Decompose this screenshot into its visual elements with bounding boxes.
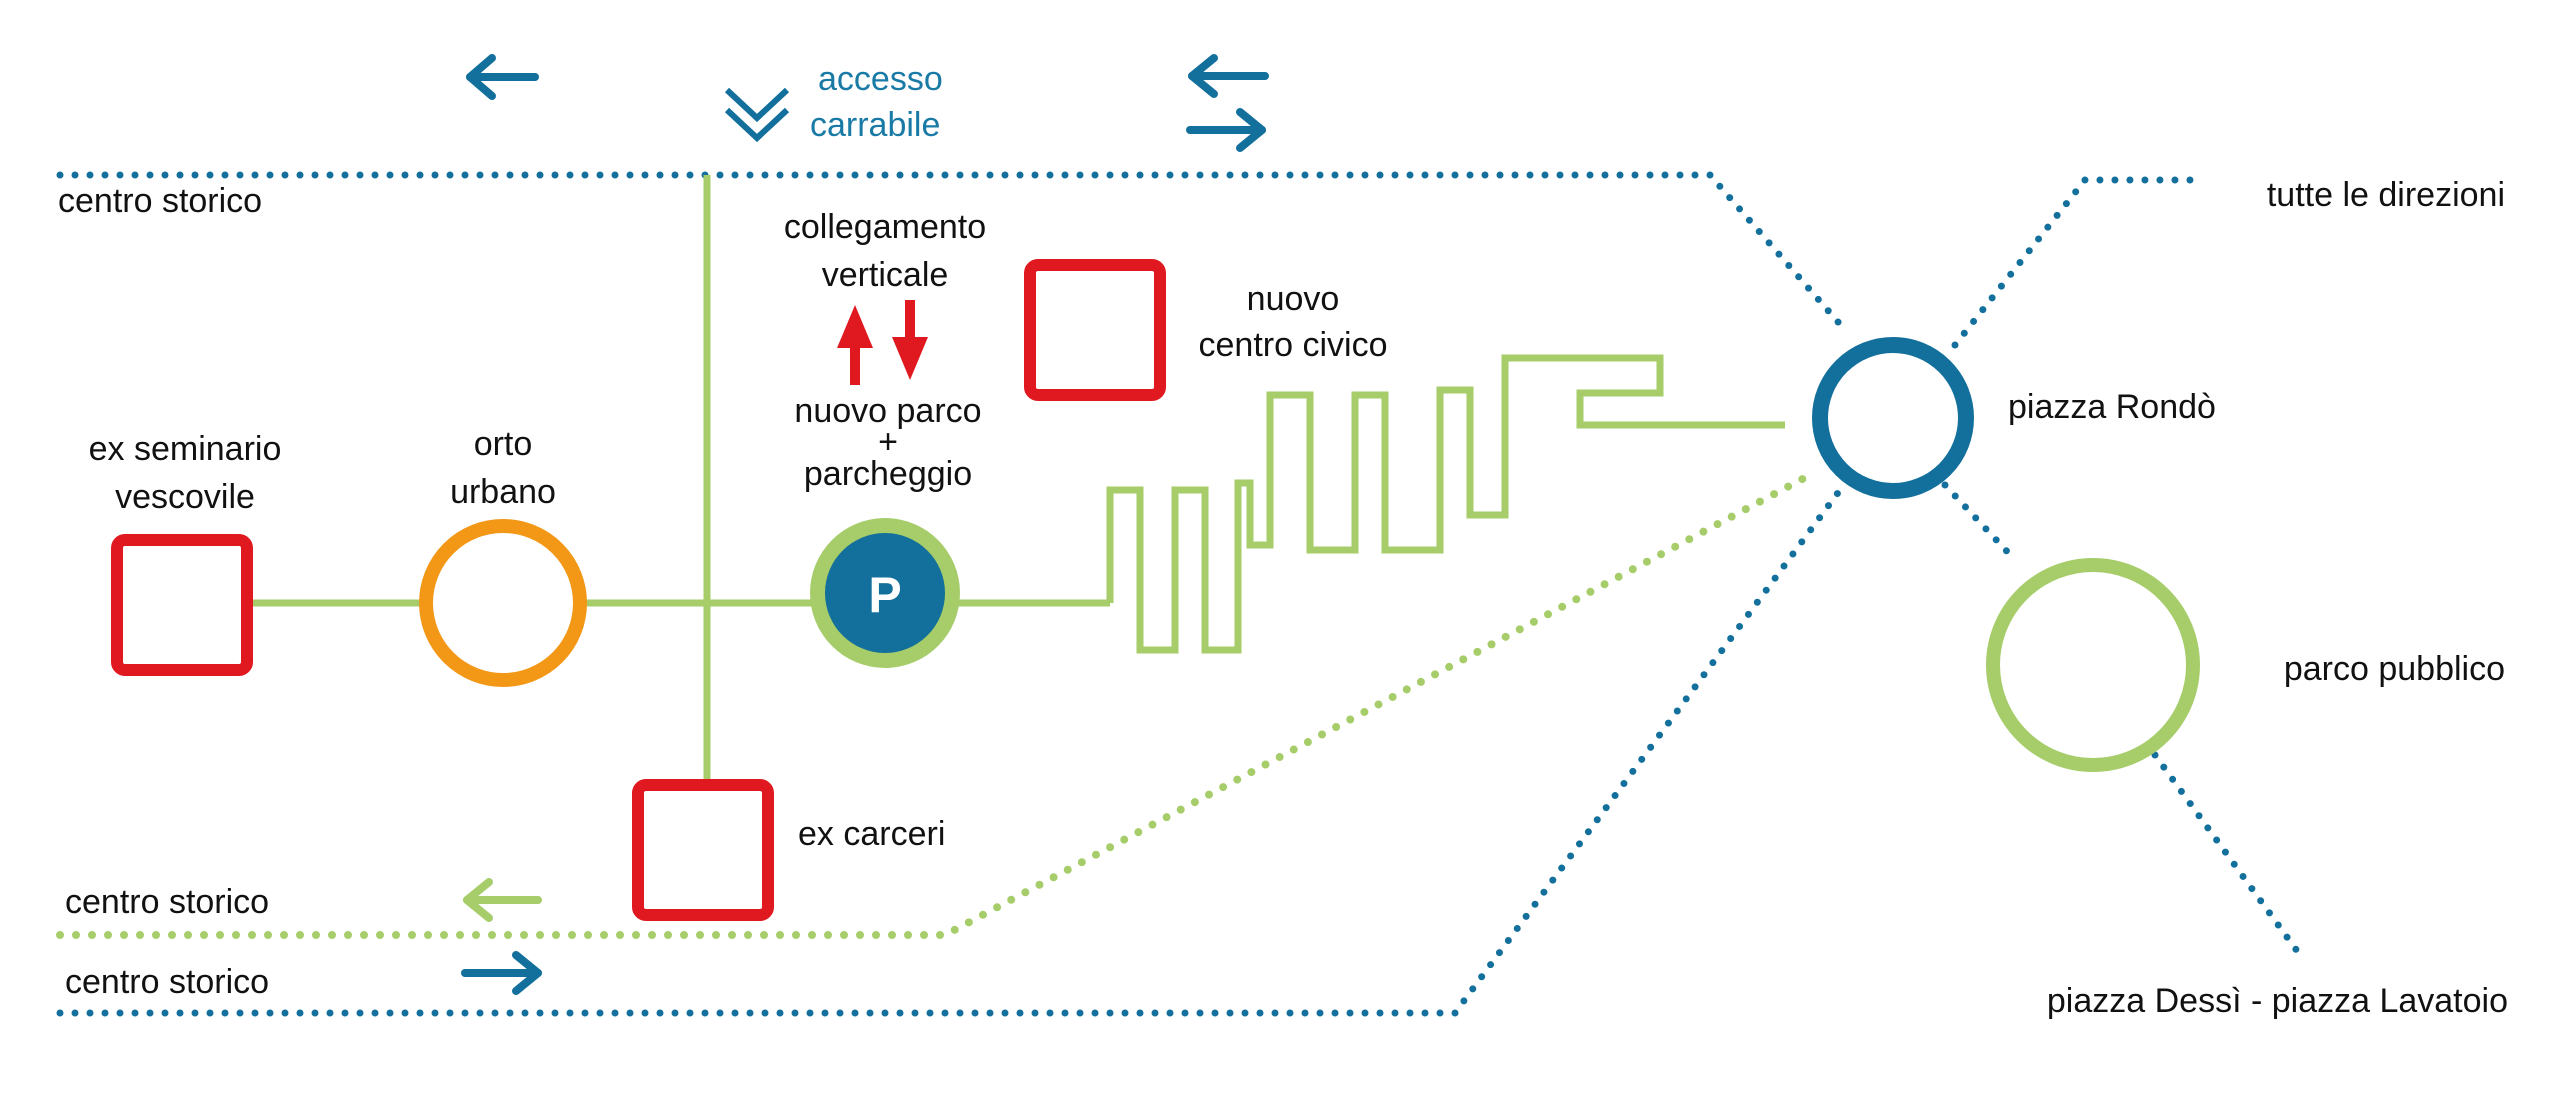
- label-tutte-le-direzioni: tutte le direzioni: [2267, 176, 2505, 214]
- label-piazza-rondo: piazza Rondò: [2008, 388, 2216, 426]
- label-verticale: verticale: [822, 256, 949, 294]
- nuovo-centro-civico-square: [1024, 259, 1166, 401]
- arrow-up-icon: [837, 305, 873, 385]
- orto-urbano-circle: [419, 519, 587, 687]
- arrow-right-icon: [1186, 108, 1266, 152]
- parco-pubblico-circle: [1986, 558, 2200, 772]
- label-orto: orto: [474, 425, 533, 463]
- arrow-left-icon: [466, 54, 539, 100]
- label-centro-storico-bottom: centro storico: [65, 963, 269, 1001]
- road-south: [2151, 751, 2304, 959]
- label-parco-pubblico: parco pubblico: [2284, 650, 2505, 688]
- green-path-dotted: [56, 471, 1814, 939]
- chevron-down-icon: [724, 87, 790, 143]
- arrow-down-icon: [892, 300, 928, 380]
- label-centro-storico-green: centro storico: [65, 883, 269, 921]
- label-vescovile: vescovile: [115, 478, 255, 516]
- label-plus: +: [878, 423, 898, 461]
- ex-carceri-square: [632, 779, 774, 921]
- arrow-left-icon: [1188, 54, 1269, 98]
- label-accesso: accesso: [818, 60, 943, 98]
- label-ex-carceri: ex carceri: [798, 815, 945, 853]
- label-parcheggio: parcheggio: [804, 455, 972, 493]
- road-top: [56, 171, 1849, 334]
- arrow-left-icon: [463, 878, 542, 922]
- label-centro-storico-top: centro storico: [58, 182, 262, 220]
- parking-symbol: P: [868, 567, 901, 623]
- road-northeast: [1951, 176, 2204, 349]
- piazza-rondo-circle: [1812, 337, 1974, 499]
- ex-seminario-square: [111, 534, 253, 676]
- label-nuovo-parco: nuovo parco: [794, 392, 981, 430]
- label-nuovo: nuovo: [1247, 280, 1340, 318]
- label-urbano: urbano: [450, 473, 556, 511]
- label-centro-civico: centro civico: [1199, 326, 1388, 364]
- road-southeast: [1941, 481, 2019, 564]
- zigzag-path: [1106, 354, 1785, 654]
- arrow-right-icon: [461, 951, 542, 995]
- label-piazza-dessi: piazza Dessì - piazza Lavatoio: [2047, 982, 2508, 1020]
- parking-icon: P: [810, 518, 960, 668]
- road-bottom: [56, 486, 1844, 1017]
- label-collegamento: collegamento: [784, 208, 986, 246]
- label-ex-seminario: ex seminario: [89, 430, 282, 468]
- label-carrabile: carrabile: [810, 106, 940, 144]
